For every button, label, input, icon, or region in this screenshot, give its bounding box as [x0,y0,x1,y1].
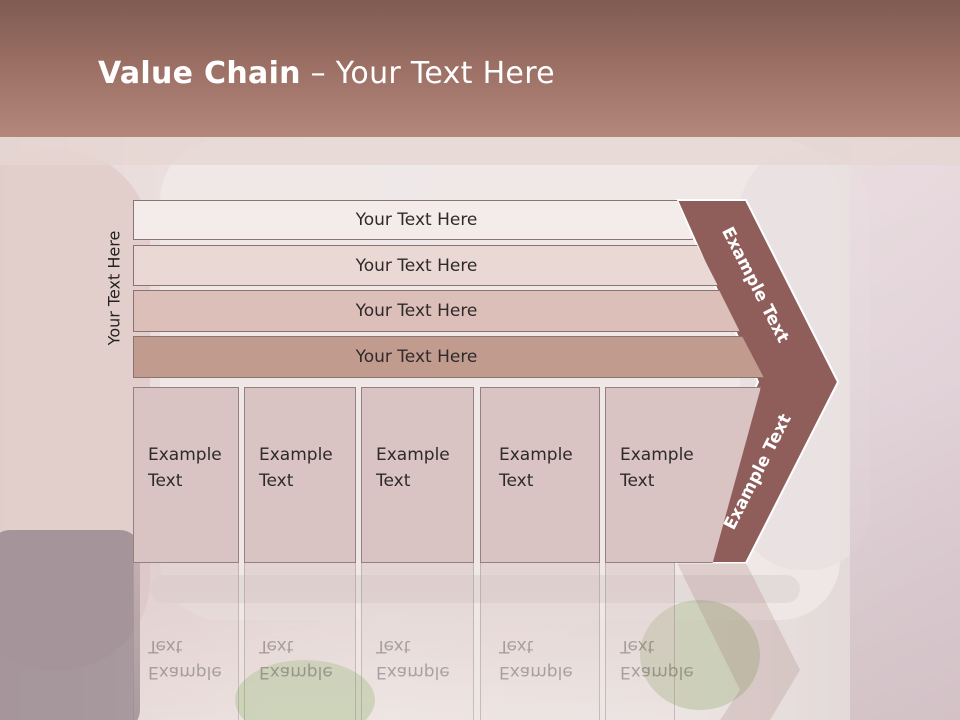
activity-box-3-line2: Text [376,471,411,491]
title-header: Value Chain – Your Text Here [0,0,960,137]
activity-box-5-line1: Example [620,445,694,465]
activity-box-3-line1: Example [376,445,450,465]
value-bar-2: Your Text Here [133,245,718,286]
value-bar-1: Your Text Here [133,200,693,240]
activity-box-4-line1: Example [499,445,573,465]
activity-box-4-line2: Text [499,471,534,491]
value-bar-4-label: Your Text Here [355,347,478,367]
activity-box-1-line2: Text [148,471,183,491]
title-bold: Value Chain [98,56,301,91]
value-bar-3: Your Text Here [133,290,740,332]
value-bar-1-label: Your Text Here [355,210,478,230]
slide-title: Value Chain – Your Text Here [98,56,555,91]
activity-box-1-line1: Example [148,445,222,465]
side-label: Your Text Here [104,230,124,346]
header-band [0,137,960,165]
activity-box-2-line1: Example [259,445,333,465]
title-rest: – Your Text Here [300,56,555,91]
activity-box-5-line2: Text [620,471,655,491]
value-bar-3-label: Your Text Here [355,301,478,321]
value-bar-4: Your Text Here [133,336,764,378]
activity-box-2-line2: Text [259,471,294,491]
value-bar-2-label: Your Text Here [355,255,478,276]
photo-shelf [850,140,960,720]
photo-jeans [0,530,140,720]
